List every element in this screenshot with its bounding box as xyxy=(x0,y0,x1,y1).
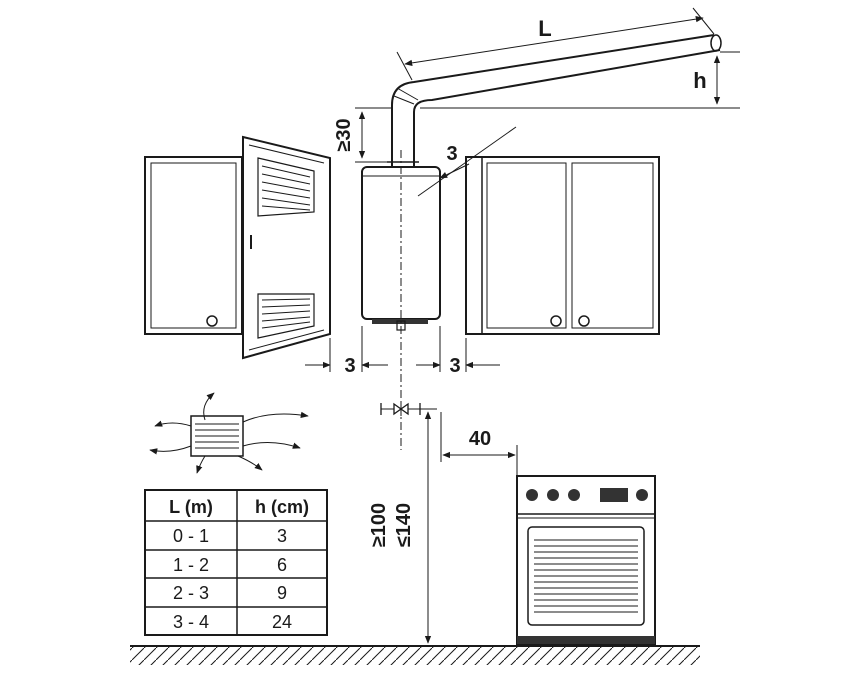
table-cell: 3 xyxy=(277,526,287,546)
cabinet-knob-icon xyxy=(578,315,590,327)
dimension-diagonal-gap: 3 xyxy=(417,126,517,197)
diagonal-gap-label: 3 xyxy=(446,143,457,165)
door-vent-bottom xyxy=(257,293,315,339)
dimension-stove-offset: 40 xyxy=(440,412,518,478)
stove-knob-icon xyxy=(547,489,559,501)
gas-valve-icon xyxy=(380,402,421,416)
oven-door xyxy=(527,526,645,626)
stove-display xyxy=(600,488,628,502)
table-cell: 1 - 2 xyxy=(173,555,209,575)
stove-knob-icon xyxy=(568,489,580,501)
dimension-flue-height: ≥30 xyxy=(333,107,392,163)
table-cell: 24 xyxy=(272,612,292,632)
mount-height-min-label: ≥100 xyxy=(368,503,390,547)
right-wall-cabinet xyxy=(465,156,660,335)
flue-pipe xyxy=(385,34,722,168)
open-cabinet-door xyxy=(242,135,331,360)
stove-offset-label: 40 xyxy=(469,428,491,450)
dimension-right-gap: 3 xyxy=(416,326,500,377)
table-cell: 9 xyxy=(277,583,287,603)
dimension-mount-height: ≥100 ≤140 xyxy=(368,408,437,644)
table-cell: 3 - 4 xyxy=(173,612,209,632)
left-wall-cabinet xyxy=(144,156,243,335)
stove xyxy=(516,475,656,645)
stove-knob-icon xyxy=(526,489,538,501)
right-gap-label: 3 xyxy=(449,355,460,377)
table-cell: 2 - 3 xyxy=(173,583,209,603)
dimension-h-label: h xyxy=(693,68,706,93)
table-header-length: L (m) xyxy=(169,497,213,517)
stove-knob-icon xyxy=(636,489,648,501)
cabinet-knob-icon xyxy=(550,315,562,327)
table-header-height: h (cm) xyxy=(255,497,309,517)
oven-window-lines xyxy=(534,539,638,613)
flue-height-label: ≥30 xyxy=(333,118,355,151)
dimension-h: h xyxy=(420,51,740,109)
door-vent-top xyxy=(257,157,315,217)
table-cell: 6 xyxy=(277,555,287,575)
pipe-table: L (m) h (cm) 0 - 1 3 1 - 2 6 2 - 3 9 3 -… xyxy=(144,489,328,636)
dimension-L: L xyxy=(396,7,715,81)
vent-airflow-icon xyxy=(149,392,309,474)
dimension-left-gap: 3 xyxy=(305,326,388,377)
mount-height-max-label: ≤140 xyxy=(393,503,415,547)
cabinet-knob-icon xyxy=(206,315,218,327)
floor xyxy=(130,645,700,665)
dimension-L-label: L xyxy=(538,16,551,41)
table-cell: 0 - 1 xyxy=(173,526,209,546)
left-gap-label: 3 xyxy=(344,355,355,377)
